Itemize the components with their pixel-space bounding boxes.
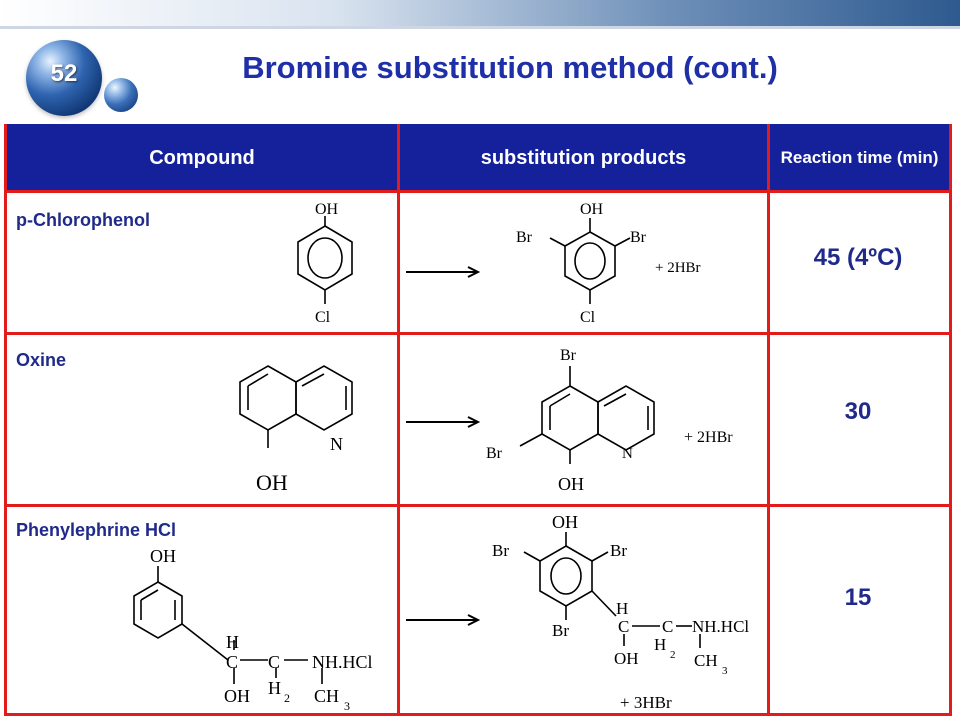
hydrogen-label: H [226, 632, 239, 652]
bromo-label: Br [486, 445, 503, 462]
globe-icon [26, 40, 102, 116]
reaction-time: 15 [844, 584, 872, 611]
methylene-label: H [268, 678, 281, 698]
phenylephrine-structure: OH H C C NH.HCl OH H 2 CH 3 [133, 546, 373, 713]
header-time-label: Reaction time (min) [780, 148, 939, 167]
methyl-label: CH [694, 651, 718, 670]
byproduct-label: + 2HBr [655, 260, 701, 276]
hydroxyl-label: OH [256, 470, 288, 495]
subscript-label: 3 [722, 665, 728, 677]
bromo-label: Br [560, 347, 577, 364]
hydrogen-label: H [616, 599, 628, 618]
column-divider [397, 124, 400, 716]
hydroxyl-label: OH [558, 474, 584, 494]
subscript-label: 3 [344, 699, 350, 713]
slide-title: Bromine substitution method (cont.) [242, 50, 778, 85]
carbon-label: C [618, 617, 629, 636]
tribromo-phenylephrine-structure: OH Br Br Br H C C NH.HCl OH H 2 CH 3 + 3… [492, 512, 749, 712]
hydroxyl-label: OH [580, 201, 604, 218]
reaction-arrow [406, 416, 481, 428]
compound-name: Oxine [16, 350, 67, 370]
carbon-label: C [662, 617, 673, 636]
methyl-label: CH [314, 686, 339, 706]
carbon-label: C [268, 652, 280, 672]
nitrogen-label: N [622, 446, 633, 462]
byproduct-label: + 2HBr [684, 429, 733, 446]
bromo-label: Br [516, 229, 533, 246]
reaction-time: 45 (4ºC) [813, 244, 903, 271]
p-chlorophenol-structure: OH Cl [297, 201, 353, 326]
compound-name: Phenylephrine HCl [16, 520, 177, 540]
column-divider [767, 124, 770, 716]
tribromo-product-structure: OH Br Br Cl + 2HBr [516, 201, 701, 326]
subscript-label: 2 [670, 649, 676, 661]
header-compound-label: Compound [149, 146, 255, 169]
reaction-arrow [406, 266, 481, 278]
top-banner [0, 0, 960, 26]
amine-label: NH.HCl [692, 617, 749, 636]
hydroxyl-label: OH [552, 512, 578, 532]
bromo-label: Br [552, 621, 569, 640]
bromo-label: Br [492, 541, 509, 560]
bromo-label: Br [630, 229, 647, 246]
compound-name: p-Chlorophenol [16, 210, 150, 230]
dibromo-oxine-structure: Br Br N OH + 2HBr [486, 347, 733, 494]
slide-number: 52 [50, 60, 78, 87]
hydroxyl-label: OH [224, 686, 250, 706]
methylene-label: H [654, 635, 666, 654]
hydroxyl-label: OH [614, 649, 639, 668]
row-divider [4, 504, 952, 507]
chloro-label: Cl [580, 309, 596, 326]
nitrogen-label: N [330, 434, 343, 454]
row-divider [4, 190, 952, 193]
reaction-arrow [406, 614, 481, 626]
hydroxyl-label: OH [315, 201, 339, 218]
header-products-label: substitution products [480, 146, 687, 169]
header-time: Reaction time (min) [770, 124, 949, 192]
amine-label: NH.HCl [312, 652, 373, 672]
oxine-structure: N OH [239, 365, 353, 495]
bromo-label: Br [610, 541, 627, 560]
row-divider [4, 332, 952, 335]
header-products: substitution products [400, 124, 767, 192]
top-banner-divider [0, 26, 960, 29]
subscript-label: 2 [284, 691, 290, 705]
chloro-label: Cl [315, 309, 331, 326]
carbon-label: C [226, 652, 238, 672]
byproduct-label: + 3HBr [620, 693, 672, 712]
reaction-time: 30 [844, 398, 872, 425]
header-compound: Compound [7, 124, 397, 192]
hydroxyl-label: OH [150, 546, 176, 566]
small-globe-icon [104, 78, 138, 112]
